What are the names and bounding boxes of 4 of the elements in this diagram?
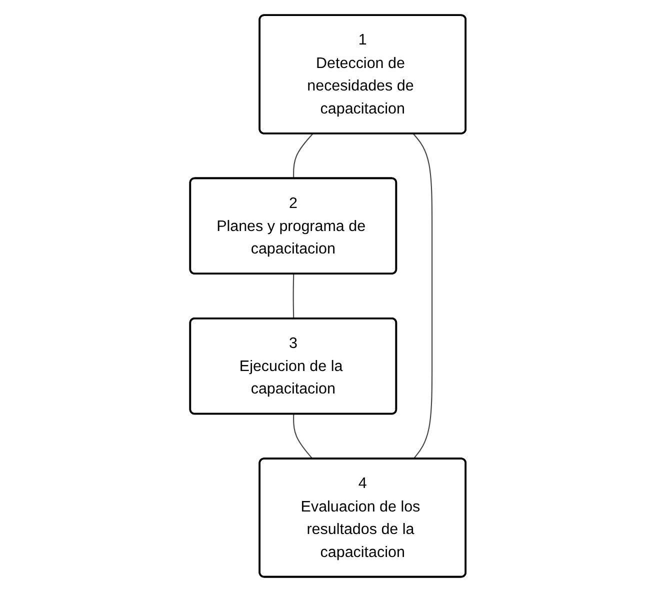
connector [292,274,294,319]
connector [413,134,433,460]
connector [293,414,314,460]
connector [293,134,314,179]
